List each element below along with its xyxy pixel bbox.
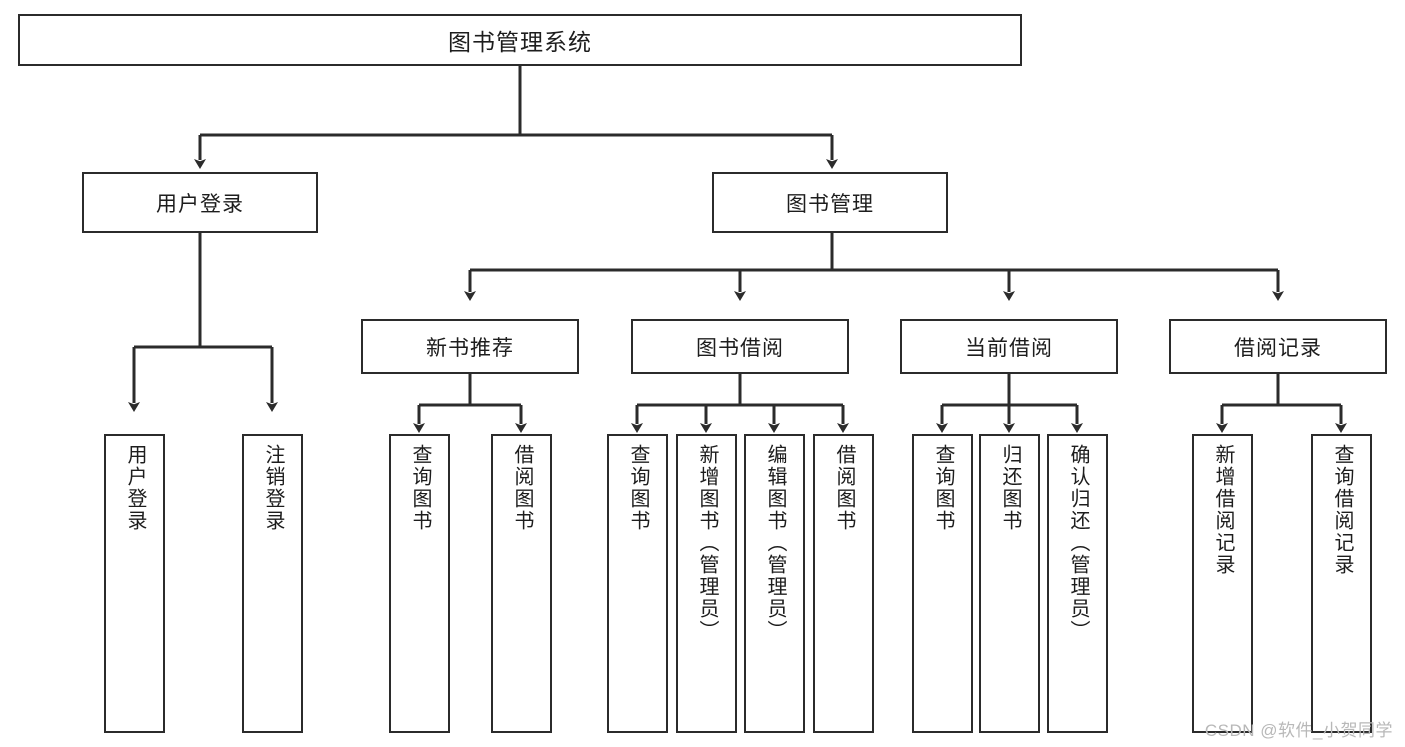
node-book-borrow[interactable]: 图书借阅 (631, 319, 849, 374)
leaf-current-return-book-label: 归还图书 (999, 444, 1021, 532)
node-book-management-label: 图书管理 (786, 192, 874, 216)
new-book-to-leaves-connectors (413, 374, 527, 433)
node-new-book-recommend-label: 新书推荐 (426, 336, 514, 360)
current-borrow-to-leaves-connectors (936, 374, 1083, 433)
node-borrow-record[interactable]: 借阅记录 (1169, 319, 1387, 374)
node-root-system[interactable]: 图书管理系统 (18, 14, 1022, 66)
leaf-recommend-borrow-book[interactable]: 借阅图书 (491, 434, 552, 733)
node-current-borrow[interactable]: 当前借阅 (900, 319, 1118, 374)
leaf-record-add-record[interactable]: 新增借阅记录 (1192, 434, 1253, 733)
leaf-recommend-query-book[interactable]: 查询图书 (389, 434, 450, 733)
leaf-user-logout-label: 注销登录 (262, 444, 284, 532)
node-current-borrow-label: 当前借阅 (965, 336, 1053, 360)
leaf-borrow-borrow-book[interactable]: 借阅图书 (813, 434, 874, 733)
node-user-login-label: 用户登录 (156, 192, 244, 216)
leaf-current-query-book-label: 查询图书 (932, 444, 954, 532)
leaf-borrow-add-book[interactable]: 新增图书（管理员） (676, 434, 737, 733)
leaf-current-return-book[interactable]: 归还图书 (979, 434, 1040, 733)
leaf-user-login[interactable]: 用户登录 (104, 434, 165, 733)
leaf-current-confirm-return-label: 确认归还（管理员） (1067, 444, 1089, 642)
node-root-system-label: 图书管理系统 (448, 29, 592, 55)
leaf-borrow-edit-book-label: 编辑图书（管理员） (764, 444, 786, 642)
leaf-recommend-borrow-book-label: 借阅图书 (511, 444, 533, 532)
leaf-borrow-query-book-label: 查询图书 (627, 444, 649, 532)
leaf-borrow-query-book[interactable]: 查询图书 (607, 434, 668, 733)
root-to-level2-connectors (194, 66, 838, 169)
node-user-login[interactable]: 用户登录 (82, 172, 318, 233)
leaf-user-logout[interactable]: 注销登录 (242, 434, 303, 733)
leaf-current-confirm-return[interactable]: 确认归还（管理员） (1047, 434, 1108, 733)
book-borrow-to-leaves-connectors (631, 374, 849, 433)
node-book-management[interactable]: 图书管理 (712, 172, 948, 233)
node-book-borrow-label: 图书借阅 (696, 336, 784, 360)
csdn-watermark: CSDN @软件_小贺同学 (1204, 721, 1393, 740)
leaf-borrow-borrow-book-label: 借阅图书 (833, 444, 855, 532)
book-manage-to-level3-connectors (464, 233, 1284, 301)
leaf-record-add-record-label: 新增借阅记录 (1212, 444, 1234, 576)
leaf-record-query-record-label: 查询借阅记录 (1331, 444, 1353, 576)
node-borrow-record-label: 借阅记录 (1234, 336, 1322, 360)
user-login-to-leaves-connectors (128, 233, 278, 412)
leaf-user-login-label: 用户登录 (124, 444, 146, 532)
borrow-record-to-leaves-connectors (1216, 374, 1347, 433)
leaf-record-query-record[interactable]: 查询借阅记录 (1311, 434, 1372, 733)
leaf-borrow-add-book-label: 新增图书（管理员） (696, 444, 718, 642)
node-new-book-recommend[interactable]: 新书推荐 (361, 319, 579, 374)
leaf-current-query-book[interactable]: 查询图书 (912, 434, 973, 733)
leaf-borrow-edit-book[interactable]: 编辑图书（管理员） (744, 434, 805, 733)
leaf-recommend-query-book-label: 查询图书 (409, 444, 431, 532)
